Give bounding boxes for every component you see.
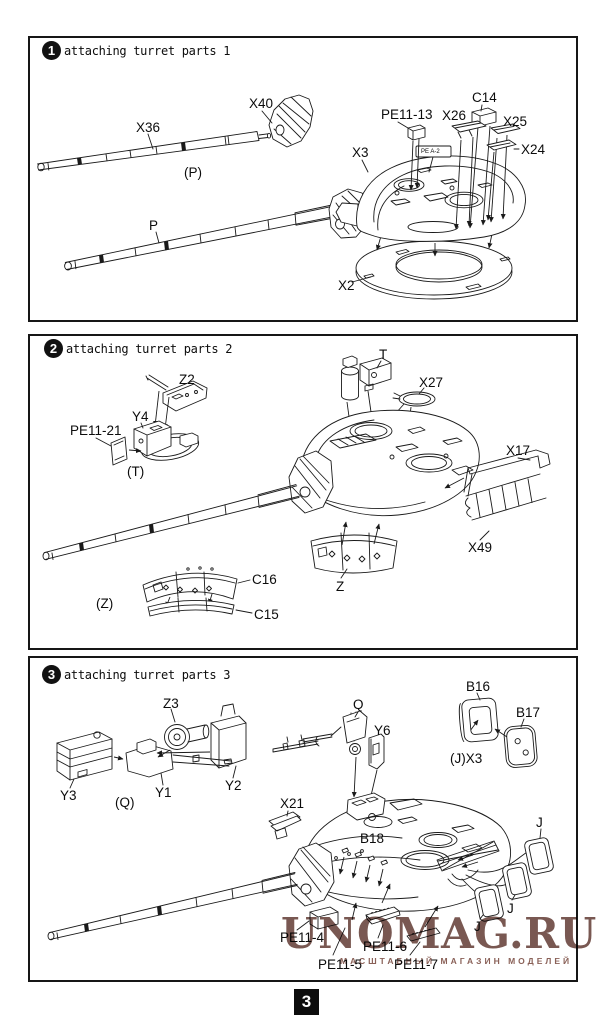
part-b16: [458, 697, 499, 743]
decal-label-pe-a2: PE A-2: [421, 149, 440, 155]
part-label-z-group: (Z): [96, 596, 114, 611]
part-label-x27: X27: [419, 375, 444, 390]
part-x27: [392, 387, 436, 459]
watermark-shop-name: UNOMAG.RU: [281, 909, 597, 958]
part-x40-cover: [261, 94, 314, 148]
turret-ring-x2: [351, 240, 513, 300]
mantlet-3: [288, 842, 335, 907]
part-label-q-group: (Q): [115, 795, 135, 810]
part-label-x36: X36: [136, 120, 161, 135]
step-number-badge: 3: [42, 665, 61, 684]
b18-pins: [338, 847, 388, 887]
step-title: attaching turret parts 3: [64, 667, 231, 682]
part-label-y4: Y4: [132, 409, 149, 424]
step-title: attaching turret parts 2: [66, 341, 233, 356]
barrel-3: [47, 872, 298, 941]
mantlet-2: [288, 450, 334, 514]
turret-x3: [335, 145, 526, 242]
part-label-y2: Y2: [225, 778, 242, 793]
part-label-y3: Y3: [60, 788, 77, 803]
part-label-c16: C16: [252, 572, 277, 587]
part-label-x21: X21: [280, 796, 305, 811]
part-label-x17: X17: [506, 443, 531, 458]
part-label-z: Z: [336, 579, 345, 594]
b17-leader: [520, 718, 525, 728]
part-z-skirt: [310, 521, 398, 579]
step-header-1: 1 attaching turret parts 1: [42, 41, 231, 60]
step-number-badge: 1: [42, 41, 61, 60]
part-label-pe11-6: PE11-6: [363, 939, 408, 954]
part-label-x26: X26: [442, 108, 467, 123]
part-x17: [444, 449, 551, 541]
jerry-boxes: [474, 828, 554, 922]
part-label-t: T: [379, 347, 388, 362]
part-label-y6: Y6: [374, 723, 391, 738]
part-label-pe11-5: PE11-5: [318, 957, 363, 972]
subassembly-q: [56, 703, 247, 789]
part-label-b17: B17: [516, 705, 541, 720]
part-label-z3: Z3: [163, 696, 179, 711]
part-label-x24: X24: [521, 142, 546, 157]
b17-arrow: [494, 728, 508, 738]
part-label-j3: J: [474, 919, 481, 934]
part-label-x2: X2: [338, 278, 355, 293]
part-label-b16: B16: [466, 679, 491, 694]
part-label-x49: X49: [468, 540, 493, 555]
b16-leader: [476, 692, 481, 701]
step-header-2: 2 attaching turret parts 2: [44, 339, 233, 358]
pe-parts: [296, 883, 441, 956]
part-label-pe11-21: PE11-21: [70, 423, 122, 438]
barrel-p: [64, 204, 335, 271]
ring-arrow: [375, 235, 382, 251]
step-title: attaching turret parts 1: [64, 43, 231, 58]
part-label-c15: C15: [254, 607, 279, 622]
part-label-x3: X3: [352, 145, 369, 160]
part-label-x40: X40: [249, 96, 274, 111]
part-mg: [272, 734, 319, 753]
part-label-q: Q: [353, 697, 364, 712]
page-number: 3: [294, 989, 319, 1015]
part-q-mount: [302, 710, 385, 801]
part-label-j2: J: [507, 901, 514, 916]
part-label-j1: J: [536, 815, 543, 830]
watermark-shop-tagline: МАСШТАБНЫЙ МАГАЗИН МОДЕЛЕЙ: [340, 956, 573, 966]
ring-arrow: [487, 233, 493, 249]
rear-rack: [436, 840, 531, 895]
part-pe11-13: [397, 121, 426, 191]
part-x26: [451, 120, 487, 230]
part-label-jx3: (J)X3: [450, 751, 483, 766]
part-label-t-group: (T): [127, 464, 145, 479]
part-label-y1: Y1: [155, 785, 172, 800]
part-x25: [488, 123, 521, 223]
part-label-p-group: (P): [184, 165, 202, 180]
part-label-pe11-4: PE11-4: [280, 930, 325, 945]
part-label-x25: X25: [503, 114, 528, 129]
part-x24: [485, 139, 520, 221]
part-x21: [268, 810, 302, 840]
part-label-p: P: [149, 218, 159, 233]
subassembly-t: [95, 374, 208, 466]
step-number-badge: 2: [44, 339, 63, 358]
barrel-x36: [37, 131, 272, 172]
part-label-pe11-13: PE11-13: [381, 107, 433, 122]
step-header-3: 3 attaching turret parts 3: [42, 665, 231, 684]
turret-3: [303, 792, 511, 912]
part-label-c14: C14: [472, 90, 497, 105]
part-label-b18: B18: [360, 831, 385, 846]
part-label-z2: Z2: [179, 372, 195, 387]
part-b17: [503, 724, 538, 768]
barrel-2: [42, 484, 300, 561]
part-label-pe11-7: PE11-7: [394, 957, 439, 972]
part-t-assembly: [341, 355, 392, 427]
detail-z: [142, 566, 253, 617]
